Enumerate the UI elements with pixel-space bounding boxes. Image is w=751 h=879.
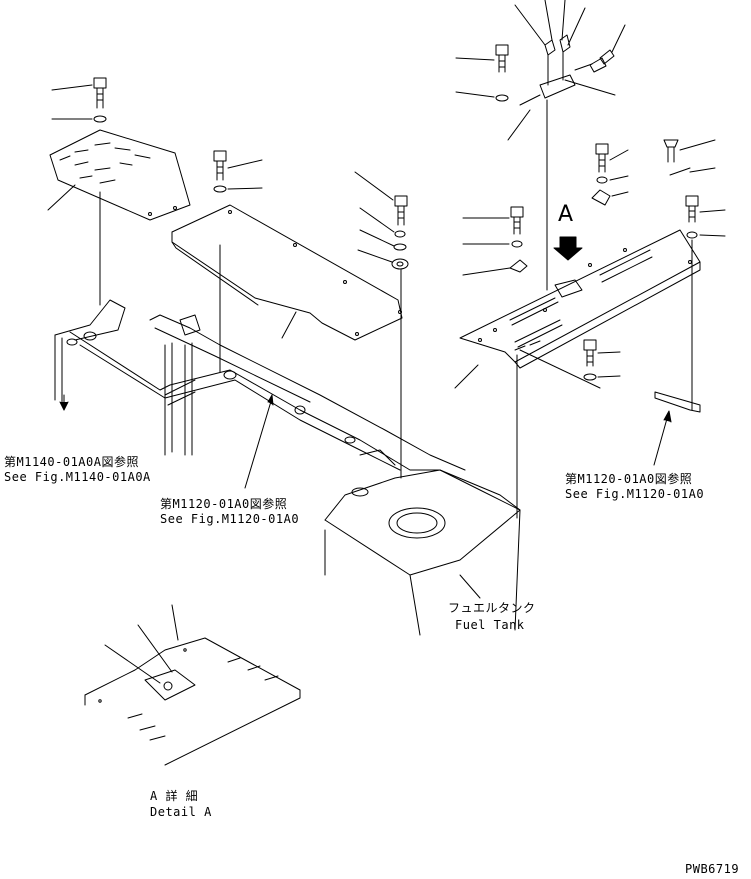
ref-label-m1120-right-jp: 第M1120-01A0図参照 (565, 472, 693, 486)
top-bracket (507, 0, 616, 141)
washers-center-right (357, 207, 409, 270)
ref-label-m1120-right-en: See Fig.M1120-01A0 (565, 487, 705, 501)
ref-label-m1120-center-en: See Fig.M1120-01A0 (160, 512, 300, 526)
left-cover-plate (49, 129, 191, 221)
detail-a-label-en: Detail A (150, 805, 212, 819)
washer-left-top (51, 115, 107, 123)
detail-a-label-jp: A 詳 細 (150, 789, 199, 803)
washer-center-left (213, 185, 263, 193)
bolt-center-right (354, 171, 408, 226)
ref-label-m1120-center-jp: 第M1120-01A0図参照 (160, 497, 288, 511)
bolt-right-c (663, 139, 716, 176)
bolt-right-a (462, 206, 524, 248)
arrow-ref-right (653, 414, 669, 466)
fuel-tank-label-jp: フュエルタンク (448, 601, 536, 615)
bolt-right-b (591, 143, 629, 206)
main-frame (54, 299, 521, 511)
drawing-code: PWB6719 (685, 862, 740, 876)
view-marker-a: A (558, 202, 574, 227)
center-cover-plate (171, 204, 403, 341)
ref-label-m1140-jp: 第M1140-01A0A図参照 (4, 455, 139, 469)
fuel-tank (324, 469, 521, 636)
bolt-top-left (455, 44, 509, 102)
leader-fuel-tank (459, 574, 481, 599)
bolt-right-d (685, 195, 726, 239)
fuel-tank-label-en: Fuel Tank (455, 618, 525, 632)
clip-right (462, 259, 528, 276)
view-arrow-a (553, 236, 583, 261)
bolt-left-top (51, 77, 107, 109)
right-cover-plate (459, 229, 701, 369)
leader-center-plate (281, 311, 297, 339)
bolt-center-left (213, 150, 263, 181)
leader-left-plate (47, 184, 76, 211)
bolt-right-lower (519, 339, 621, 389)
bracket-lower-right (654, 391, 701, 413)
arrow-ref-center (244, 397, 273, 489)
detail-a-drawing (84, 604, 301, 766)
leader-right-plate (454, 364, 479, 389)
bolt-top-right (574, 24, 626, 73)
ref-label-m1140-en: See Fig.M1140-01A0A (4, 470, 151, 484)
